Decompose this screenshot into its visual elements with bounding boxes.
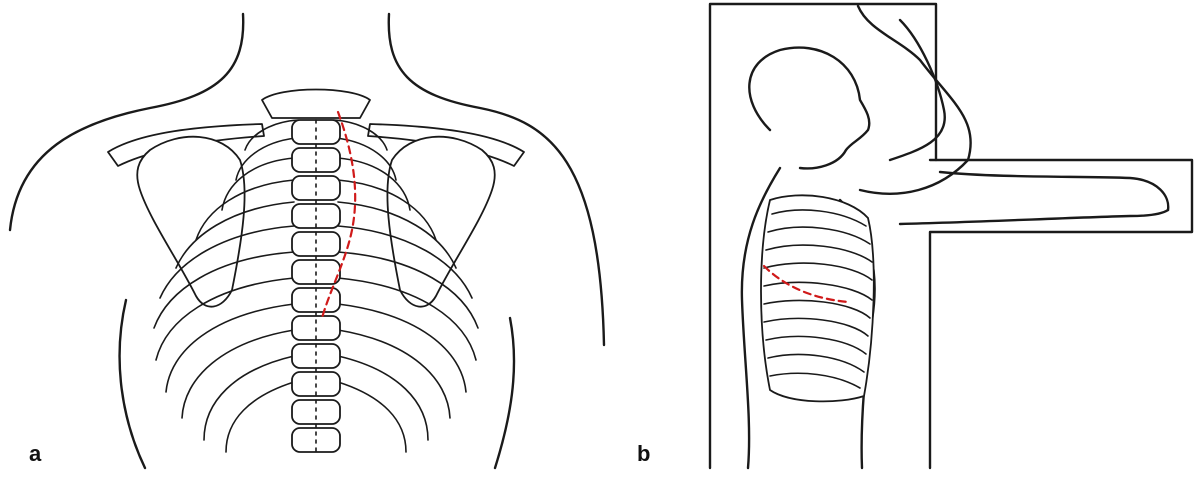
panel-label-a: a [29, 443, 41, 465]
extended-arm-upper [940, 172, 1168, 210]
extended-arm-lower [900, 210, 1168, 224]
raised-arm-outline [858, 6, 971, 194]
horizontal-board [930, 160, 1192, 468]
head-outline [749, 48, 869, 169]
panel-label-b: b [637, 443, 650, 465]
lateral-ribcage [761, 195, 874, 401]
